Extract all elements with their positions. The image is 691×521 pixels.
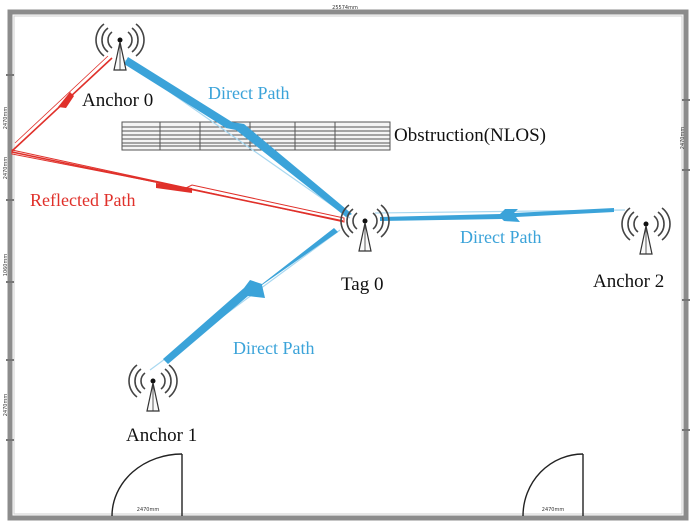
- direct-path-right-label: Direct Path: [460, 227, 541, 247]
- door-swing-icon: [111, 453, 183, 517]
- door-right: [522, 453, 584, 517]
- door-swing-icon: [522, 453, 584, 517]
- direct-path-right-bolt: [380, 208, 614, 222]
- anchor-0: Anchor 0: [82, 23, 153, 111]
- antenna-icon: [128, 364, 178, 412]
- antenna-icon: [621, 207, 671, 255]
- dim-left-middle: 2470mm: [3, 157, 9, 180]
- anchor-1-label: Anchor 1: [126, 425, 197, 446]
- direct-path-bottom-bolt: [163, 228, 338, 364]
- dim-left-upper: 2470mm: [3, 107, 9, 130]
- signal-paths: [11, 55, 626, 371]
- dim-left-center: 1060mm: [3, 254, 9, 277]
- anchor-0-label: Anchor 0: [82, 90, 153, 111]
- dim-door-right: 2470mm: [542, 507, 565, 513]
- direct-path-bottom-label: Direct Path: [233, 338, 314, 358]
- dim-left-lower: 2470mm: [3, 394, 9, 417]
- reflected-path-label: Reflected Path: [30, 190, 135, 210]
- reflected-path-lower-bolt: [156, 183, 192, 193]
- door-left: [111, 453, 183, 517]
- direct-path-top-bolt: [124, 57, 352, 217]
- obstruction-label: Obstruction(NLOS): [394, 125, 546, 146]
- anchor-2: Anchor 2: [593, 207, 671, 292]
- tag-0-label: Tag 0: [341, 274, 383, 295]
- dim-top: 25574mm: [332, 5, 358, 11]
- reflected-path-upper-bolt: [58, 92, 74, 108]
- room-walls: [6, 9, 690, 521]
- tag-0: Tag 0: [340, 204, 390, 295]
- anchor-2-label: Anchor 2: [593, 271, 664, 292]
- anchor-1: Anchor 1: [126, 364, 197, 446]
- dimension-labels: 25574mm 2470mm 2470mm 1060mm 2470mm 2470…: [3, 5, 686, 513]
- dim-door-left: 2470mm: [137, 507, 160, 513]
- direct-path-top-label: Direct Path: [208, 83, 289, 103]
- dim-right-upper: 2470mm: [680, 127, 686, 150]
